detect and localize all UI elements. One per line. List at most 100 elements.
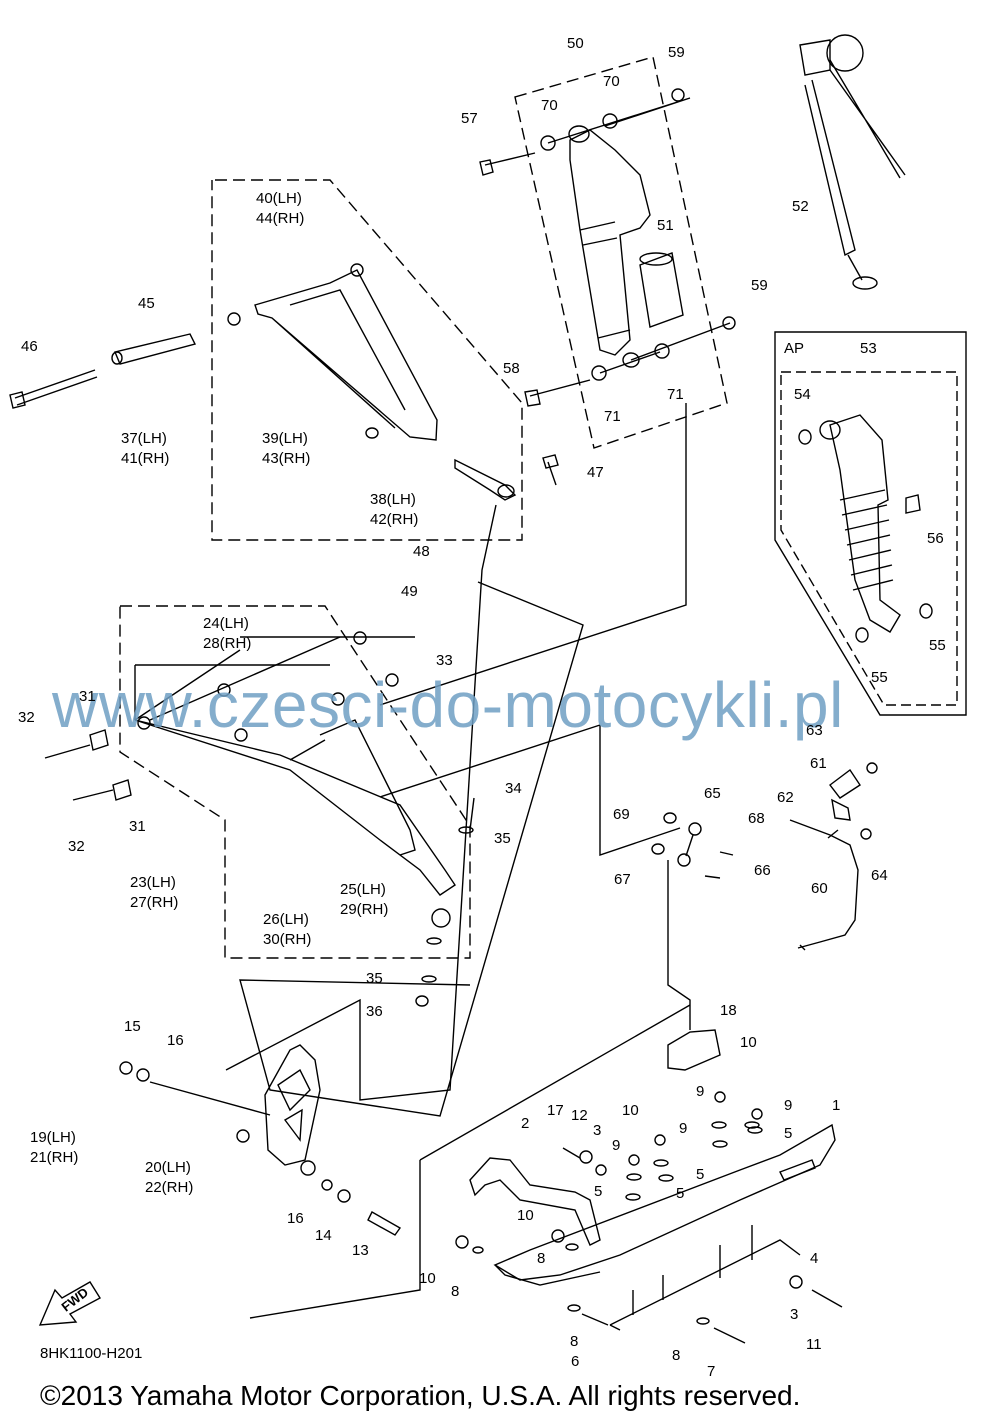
part-callout-50: 50 bbox=[567, 35, 584, 52]
cable-60 bbox=[789, 819, 859, 949]
part-callout-69: 69 bbox=[613, 806, 630, 823]
part-callout-17: 17 bbox=[547, 1102, 564, 1119]
part-callout-31: 31 bbox=[79, 688, 96, 705]
part-callout-59: 59 bbox=[668, 44, 685, 61]
part-callout-27rh: 27(RH) bbox=[130, 894, 179, 911]
part-callout-1: 1 bbox=[832, 1097, 841, 1114]
part-callout-49: 49 bbox=[401, 583, 418, 600]
collar-45 bbox=[114, 333, 197, 365]
ap-label: AP bbox=[784, 340, 805, 357]
part-callout-8: 8 bbox=[451, 1283, 460, 1300]
part-callout-26lh: 26(LH) bbox=[263, 911, 309, 928]
ap-shock-absorber bbox=[829, 414, 901, 633]
ski-spindle-18 bbox=[667, 1029, 721, 1071]
part-callout-36: 36 bbox=[366, 1003, 383, 1020]
part-callout-33: 33 bbox=[436, 652, 453, 669]
part-callout-48: 48 bbox=[413, 543, 430, 560]
fwd-arrow-icon bbox=[38, 1281, 101, 1326]
part-callout-3: 3 bbox=[593, 1122, 602, 1139]
part-callout-9: 9 bbox=[679, 1120, 688, 1137]
part-callout-40lh: 40(LH) bbox=[256, 190, 302, 207]
part-callout-35: 35 bbox=[366, 970, 383, 987]
part-callout-35: 35 bbox=[494, 830, 511, 847]
part-callout-2: 2 bbox=[521, 1115, 530, 1132]
part-callout-8: 8 bbox=[672, 1347, 681, 1364]
part-callout-46: 46 bbox=[21, 338, 38, 355]
part-callout-16: 16 bbox=[287, 1210, 304, 1227]
part-callout-34: 34 bbox=[505, 780, 522, 797]
part-callout-70: 70 bbox=[603, 73, 620, 90]
part-callout-53: 53 bbox=[860, 340, 877, 357]
part-callout-23lh: 23(LH) bbox=[130, 874, 176, 891]
part-callout-47: 47 bbox=[587, 464, 604, 481]
tie-rod-65 bbox=[688, 822, 702, 836]
tie-rod-end bbox=[454, 458, 517, 501]
part-callout-57: 57 bbox=[461, 110, 478, 127]
spindle-bracket bbox=[264, 1044, 321, 1166]
part-callout-6: 6 bbox=[571, 1353, 580, 1370]
part-callout-43rh: 43(RH) bbox=[262, 450, 311, 467]
part-callout-31: 31 bbox=[129, 818, 146, 835]
part-callout-30rh: 30(RH) bbox=[263, 931, 312, 948]
part-callout-7: 7 bbox=[707, 1363, 716, 1380]
part-callout-65: 65 bbox=[704, 785, 721, 802]
part-callout-70: 70 bbox=[541, 97, 558, 114]
part-callout-61: 61 bbox=[810, 755, 827, 772]
part-callout-25lh: 25(LH) bbox=[340, 881, 386, 898]
part-callout-9: 9 bbox=[784, 1097, 793, 1114]
part-callout-8: 8 bbox=[570, 1333, 579, 1350]
ski-bolt-13 bbox=[367, 1211, 402, 1236]
ap-box bbox=[774, 331, 967, 716]
part-callout-38lh: 38(LH) bbox=[370, 491, 416, 508]
wear-bar-4 bbox=[609, 1239, 801, 1331]
part-callout-10: 10 bbox=[622, 1102, 639, 1119]
lower-a-arm bbox=[134, 719, 456, 896]
part-callout-10: 10 bbox=[740, 1034, 757, 1051]
part-callout-66: 66 bbox=[754, 862, 771, 879]
part-callout-58: 58 bbox=[503, 360, 520, 377]
part-callout-68: 68 bbox=[748, 810, 765, 827]
part-callout-52: 52 bbox=[792, 198, 809, 215]
part-callout-10: 10 bbox=[419, 1270, 436, 1287]
ski bbox=[493, 1123, 836, 1281]
part-callout-10: 10 bbox=[517, 1207, 534, 1224]
shock-absorber bbox=[569, 129, 651, 356]
part-callout-19lh: 19(LH) bbox=[30, 1129, 76, 1146]
part-callout-14: 14 bbox=[315, 1227, 332, 1244]
part-callout-64: 64 bbox=[871, 867, 888, 884]
ski-handle-2 bbox=[469, 1157, 601, 1246]
shock-group-box bbox=[514, 56, 728, 449]
part-callout-32: 32 bbox=[68, 838, 85, 855]
diagram-code: 8HK1100-H201 bbox=[40, 1345, 143, 1362]
part-callout-54: 54 bbox=[794, 386, 811, 403]
part-callout-59: 59 bbox=[751, 277, 768, 294]
part-callout-21rh: 21(RH) bbox=[30, 1149, 79, 1166]
part-callout-39lh: 39(LH) bbox=[262, 430, 308, 447]
part-callout-44rh: 44(RH) bbox=[256, 210, 305, 227]
part-callout-5: 5 bbox=[676, 1185, 685, 1202]
part-callout-15: 15 bbox=[124, 1018, 141, 1035]
part-callout-67: 67 bbox=[614, 871, 631, 888]
part-callout-18: 18 bbox=[720, 1002, 737, 1019]
shock-sleeve-51 bbox=[639, 252, 684, 328]
part-callout-16: 16 bbox=[167, 1032, 184, 1049]
part-callout-24lh: 24(LH) bbox=[203, 615, 249, 632]
copyright-notice: ©2013 Yamaha Motor Corporation, U.S.A. A… bbox=[40, 1380, 801, 1411]
part-callout-13: 13 bbox=[352, 1242, 369, 1259]
upper-arm-group-box bbox=[211, 179, 523, 541]
part-callout-5: 5 bbox=[594, 1183, 603, 1200]
part-callout-20lh: 20(LH) bbox=[145, 1159, 191, 1176]
part-callout-32: 32 bbox=[18, 709, 35, 726]
part-callout-71: 71 bbox=[604, 408, 621, 425]
part-callout-60: 60 bbox=[811, 880, 828, 897]
lower-arm-group-box bbox=[119, 605, 471, 959]
part-callout-42rh: 42(RH) bbox=[370, 511, 419, 528]
part-callout-8: 8 bbox=[537, 1250, 546, 1267]
part-callout-12: 12 bbox=[571, 1107, 588, 1124]
part-callout-55: 55 bbox=[929, 637, 946, 654]
part-callout-29rh: 29(RH) bbox=[340, 901, 389, 918]
part-callout-45: 45 bbox=[138, 295, 155, 312]
part-callout-9: 9 bbox=[612, 1137, 621, 1154]
part-callout-63: 63 bbox=[806, 722, 823, 739]
